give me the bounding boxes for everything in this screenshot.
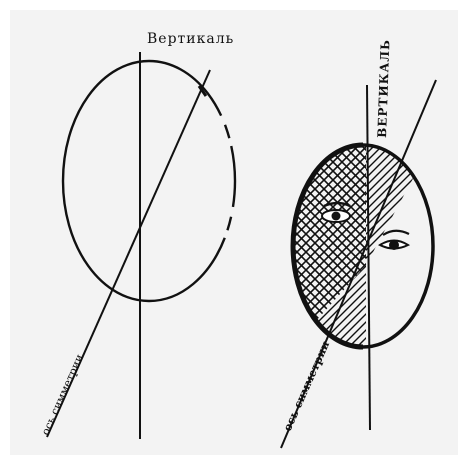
left-vertical-label: Вертикаль (147, 31, 234, 47)
